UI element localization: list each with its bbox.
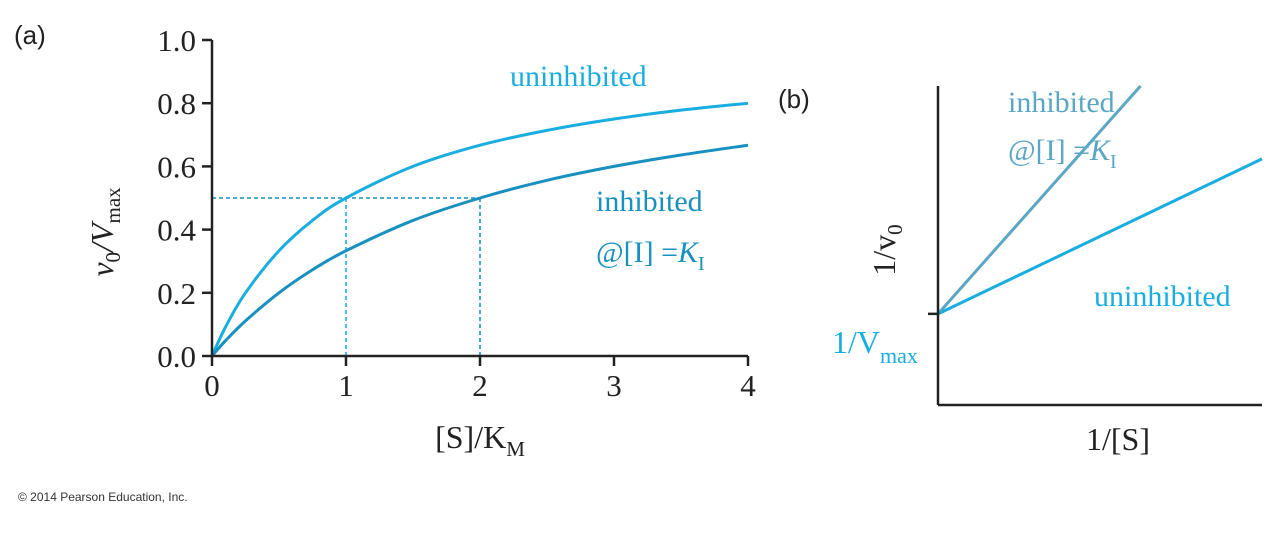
x-tick-label: 2 — [472, 368, 488, 403]
y-tick-label: 0.2 — [157, 276, 196, 311]
annotation-inhibited-condition: @[I] =KI — [1008, 134, 1117, 173]
annotation-inhibited: inhibited — [596, 185, 703, 218]
y-tick-label: 0.4 — [157, 213, 196, 248]
x-tick-label: 0 — [204, 368, 220, 403]
panel-b: (b) 1/v0 1/Vmax 1/[S] inhibited @[I] =KI… — [778, 84, 1263, 457]
panel-b-label: (b) — [778, 84, 810, 114]
series-line-inhibited — [210, 143, 749, 357]
axes — [928, 86, 1262, 407]
panel-a-label: (a) — [14, 20, 46, 50]
y-tick-label: 1.0 — [157, 23, 196, 58]
series-line-inhibited — [936, 85, 1142, 315]
ticks: 0.0 0.2 0.4 0.6 0.8 1.0 0 1 2 3 4 — [157, 23, 756, 403]
x-tick-label: 3 — [606, 368, 622, 403]
y-axis-label: 1/v0 — [866, 224, 907, 275]
annotation-uninhibited: uninhibited — [510, 60, 647, 93]
y-intercept-label: 1/Vmax — [832, 324, 918, 368]
annotation-inhibited: inhibited — [1008, 86, 1115, 119]
series-group — [936, 85, 1263, 316]
annotation-uninhibited: uninhibited — [1094, 280, 1231, 313]
y-axis-label: v0/Vmax — [84, 187, 125, 277]
x-tick-label: 4 — [740, 368, 756, 403]
series-line-uninhibited — [937, 157, 1263, 316]
x-tick-label: 1 — [338, 368, 354, 403]
y-tick-label: 0.8 — [157, 86, 196, 121]
x-axis-label: [S]/KM — [435, 419, 525, 461]
reference-lines — [212, 197, 481, 356]
y-tick-label: 0.0 — [157, 339, 196, 374]
y-tick-label: 0.6 — [157, 149, 196, 184]
x-axis-label: 1/[S] — [1086, 421, 1150, 457]
series-group — [210, 101, 749, 357]
annotation-inhibited-condition: @[I] =KI — [596, 236, 705, 275]
panel-a: (a) 0.0 0.2 0.4 0.6 0.8 1.0 0 1 2 3 4 v0/Vmax [S]/… — [14, 20, 756, 461]
copyright-text: © 2014 Pearson Education, Inc. — [18, 490, 188, 504]
series-line-uninhibited — [210, 101, 749, 357]
